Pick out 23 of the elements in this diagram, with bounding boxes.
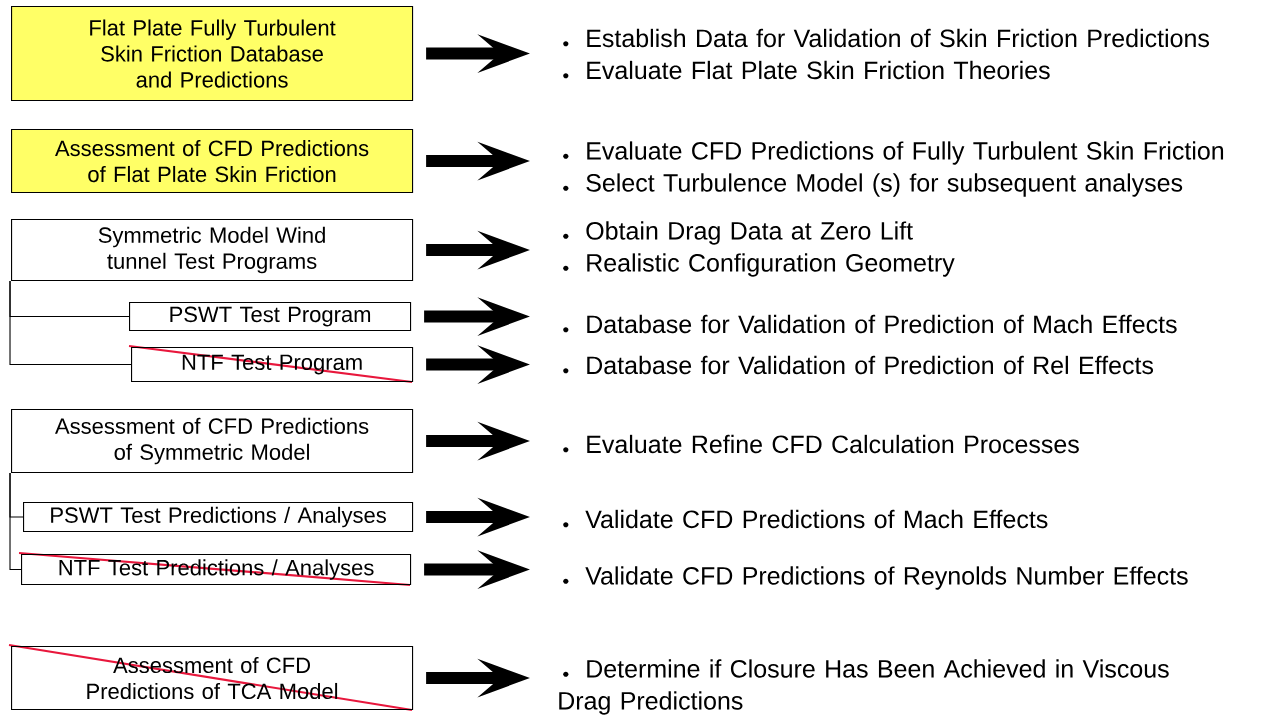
bullet-list: Validate CFD Predictions of Mach Effects — [563, 509, 1048, 529]
node-label: Realistic Configuration Geometry — [587, 253, 955, 277]
bullet-list: Establish Data for Validation of Skin Friction Predictions Evaluate Flat Plate Skin Friction Theories — [563, 28, 1209, 80]
bullet-list: Evaluate Refine CFD Calculation Processes — [563, 434, 1079, 454]
bullet-list: Obtain Drag Data at Zero Lift Realistic Configuration Geometry — [563, 221, 955, 277]
process-box: Assessment of CFD Predictions of Symmetric Model — [11, 409, 414, 474]
process-box: PSWT Test Program — [129, 302, 412, 332]
node-label: Evaluate Flat Plate Skin Friction Theories — [587, 60, 1050, 80]
bullet-list: Database for Validation of Prediction of Mach Effects — [563, 314, 1177, 334]
process-box: Flat Plate Fully Turbulent Skin Friction Database and Predictions — [11, 6, 414, 102]
bullet-list: Validate CFD Predictions of Reynolds Number Effects — [563, 566, 1188, 590]
node-label: Select Turbulence Model (s) for subsequent analyses — [586, 173, 1183, 197]
connector-line — [9, 280, 132, 366]
process-box: PSWT Test Predictions / Analyses — [23, 502, 414, 533]
process-box: Assessment of CFD Predictions of Flat Plate Skin Friction — [11, 129, 414, 194]
bullet-list: Evaluate CFD Predictions of Fully Turbulent Skin Friction Select Turbulence Model (s) for subsequent analyses — [563, 141, 1224, 197]
node-label: Evaluate CFD Predictions of Fully Turbulent Skin Friction — [587, 141, 1224, 165]
process-box: Symmetric Model Wind tunnel Test Programs — [11, 219, 414, 282]
node-label: Establish Data for Validation of Skin Friction Predictions — [587, 28, 1209, 48]
bullet-list: Determine if Closure Has Been Achieved in Viscous Drag Predictions — [559, 659, 1169, 715]
connector-line — [9, 472, 22, 571]
bullet-list: Database for Validation of Prediction of Rel Effects — [563, 355, 1154, 375]
node-label: Obtain Drag Data at Zero Lift — [586, 221, 913, 245]
